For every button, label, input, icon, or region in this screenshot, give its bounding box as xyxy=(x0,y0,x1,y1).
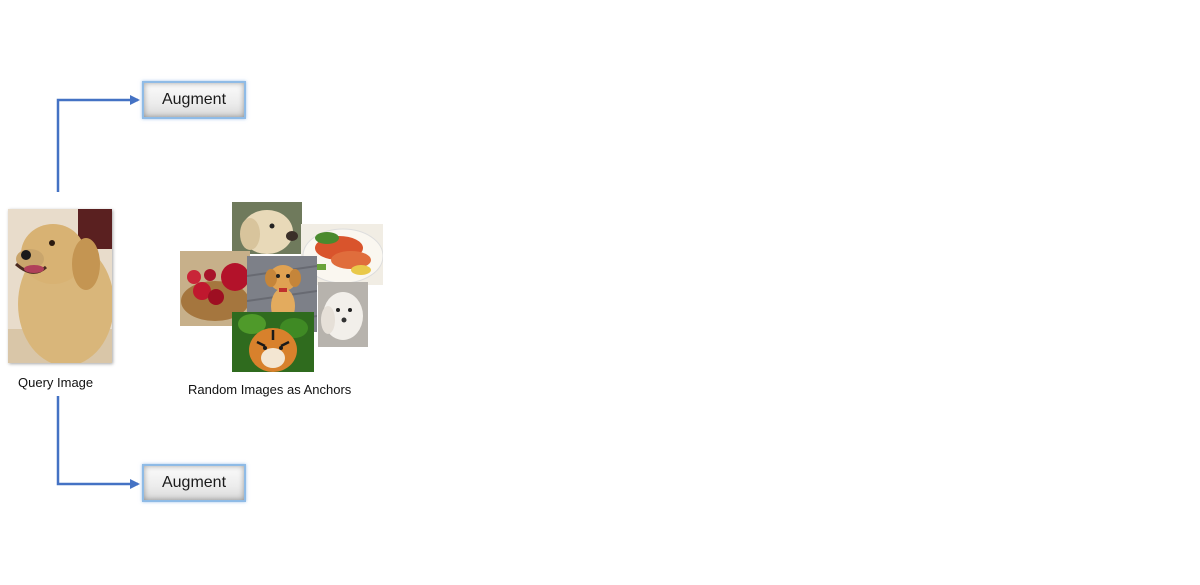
anchor-image-old-dog xyxy=(232,202,302,254)
query-image xyxy=(8,209,112,363)
augment-top-label: Augment xyxy=(161,91,227,108)
augment-box-top: Augment xyxy=(142,81,246,119)
anchor-image-tiger xyxy=(232,312,314,372)
arrow-to-bottom-augment xyxy=(56,396,140,489)
augment-box-bottom: Augment xyxy=(142,464,246,502)
arrow-to-top-augment xyxy=(56,95,140,192)
anchors-caption: Random Images as Anchors xyxy=(188,382,352,397)
augment-bottom-label: Augment xyxy=(161,474,227,491)
anchor-image-pomegranate xyxy=(180,251,250,326)
anchor-image-white-dog xyxy=(318,282,368,347)
query-image-caption: Query Image xyxy=(18,375,94,390)
